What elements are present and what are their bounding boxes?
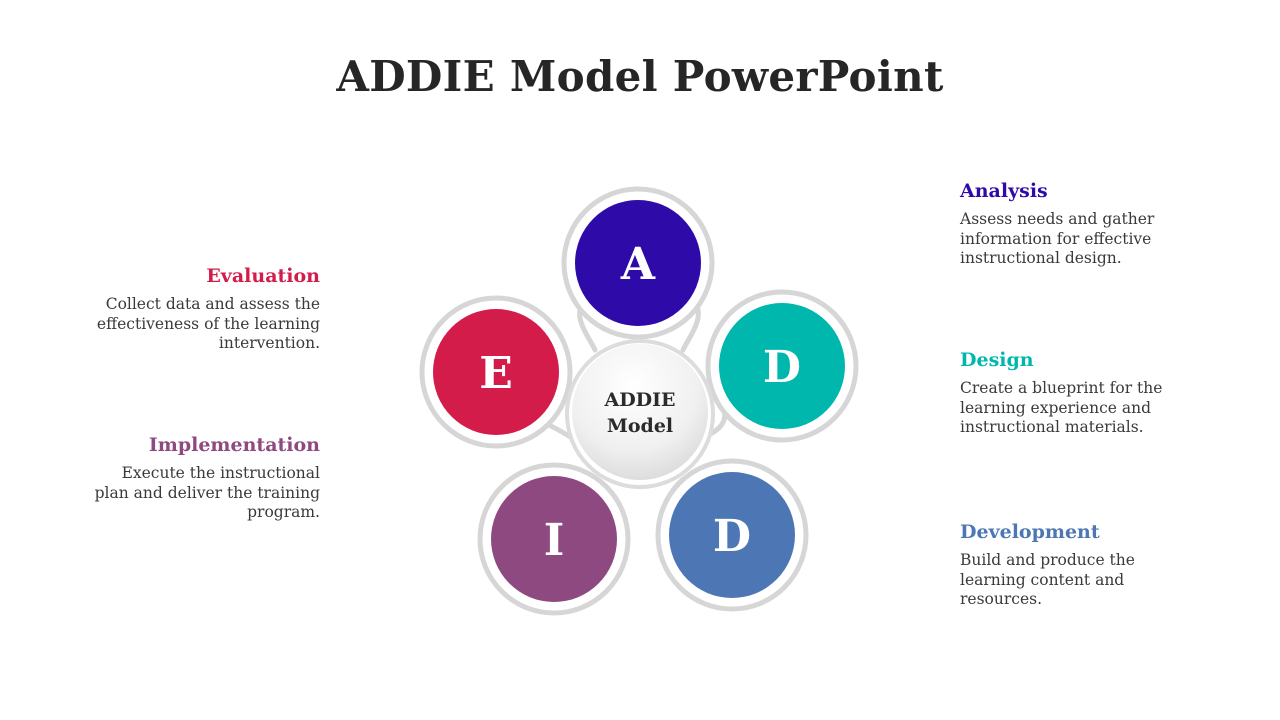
evaluation-desc-line: intervention. [218, 334, 320, 352]
petal-letter-evaluation: E [479, 348, 513, 399]
design-desc-line: instructional materials. [960, 418, 1144, 436]
implementation-block: Implementation Execute the instructional… [90, 434, 320, 523]
design-desc-line: learning experience and [960, 398, 1152, 417]
petal-circle-design [719, 303, 845, 429]
development-desc-line: Build and produce the [960, 551, 1135, 569]
design-block: Design Create a blueprint for the learni… [960, 349, 1190, 438]
evaluation-block: Evaluation Collect data and assess the e… [90, 265, 320, 354]
analysis-desc-line: information for effective [960, 229, 1152, 248]
petal-analysis: A [561, 186, 715, 340]
petal-letter-analysis: A [620, 239, 656, 290]
petal-letter-design: D [763, 342, 801, 393]
petal-letter-implementation: I [544, 515, 565, 566]
implementation-desc-line: program. [247, 503, 320, 521]
design-desc-line: Create a blueprint for the [960, 379, 1163, 397]
analysis-desc-line: instructional design. [960, 249, 1122, 267]
analysis-block: Analysis Assess needs and gather informa… [960, 180, 1190, 269]
slide-title: ADDIE Model PowerPoint [336, 52, 944, 101]
implementation-desc-line: plan and deliver the training [94, 483, 320, 502]
implementation-description: Execute the instructional plan and deliv… [90, 464, 320, 523]
development-desc-line: learning content and [960, 570, 1125, 589]
petal-circle-development [669, 472, 795, 598]
petal-circle-analysis [575, 200, 701, 326]
evaluation-desc-line: effectiveness of the learning [96, 314, 320, 333]
implementation-heading: Implementation [148, 434, 320, 456]
hub-circle [572, 344, 708, 480]
implementation-desc-line: Execute the instructional [121, 464, 320, 482]
design-heading: Design [960, 349, 1034, 371]
evaluation-desc-line: Collect data and assess the [105, 295, 320, 313]
development-heading: Development [960, 521, 1100, 543]
analysis-desc-line: Assess needs and gather [960, 210, 1155, 228]
development-block: Development Build and produce the learni… [960, 521, 1190, 610]
petal-letter-development: D [713, 511, 751, 562]
analysis-heading: Analysis [960, 180, 1048, 202]
evaluation-heading: Evaluation [206, 265, 320, 287]
petal-circle-implementation [491, 476, 617, 602]
hub-label-line2: Model [607, 415, 673, 437]
development-description: Build and produce the learning content a… [960, 551, 1190, 610]
petal-evaluation: E [419, 295, 573, 449]
analysis-description: Assess needs and gather information for … [960, 210, 1190, 269]
hub-label-line1: ADDIE [603, 389, 675, 411]
design-description: Create a blueprint for the learning expe… [960, 379, 1190, 438]
petal-development: D [655, 458, 809, 612]
petal-circle-evaluation [433, 309, 559, 435]
development-desc-line: resources. [960, 590, 1042, 608]
petal-design: D [705, 289, 859, 443]
evaluation-description: Collect data and assess the effectivenes… [90, 295, 320, 354]
petal-implementation: I [477, 462, 631, 616]
